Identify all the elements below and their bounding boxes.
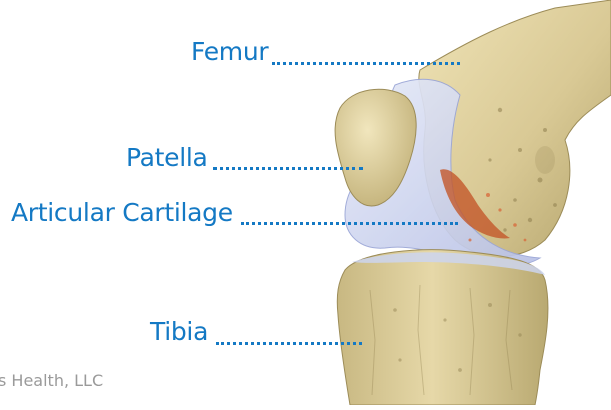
femur-leader-line — [272, 62, 460, 65]
tibia-label: Tibia — [150, 318, 208, 346]
articular-cartilage-label: Articular Cartilage — [11, 199, 233, 227]
tibia-leader-line — [216, 342, 362, 345]
tibia-bone — [337, 250, 548, 405]
copyright-credit: s Health, LLC — [0, 371, 103, 391]
articular-cartilage-leader-line — [241, 222, 458, 225]
patella-leader-line — [213, 167, 363, 170]
femur-label: Femur — [191, 38, 268, 66]
patella-label: Patella — [126, 144, 208, 172]
